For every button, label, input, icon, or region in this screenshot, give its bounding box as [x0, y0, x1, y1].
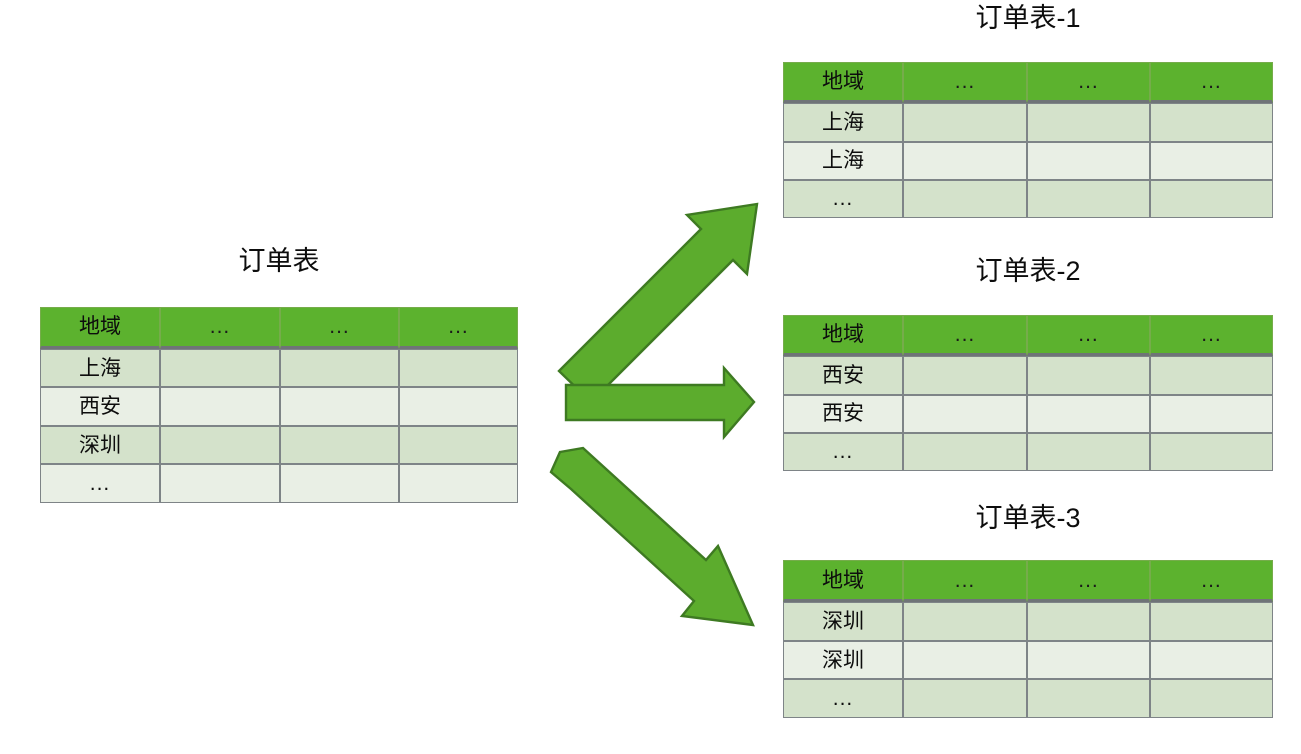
target-3-cell-r0-c1 [903, 602, 1027, 641]
target-1-cell-r1-c2 [1027, 141, 1150, 180]
source-table: 地域 ... ... ... 上海 西安 深圳 [40, 307, 518, 503]
target-1-cell-r2-c1 [903, 179, 1027, 218]
target-1-cell-r1-c0: 上海 [783, 141, 903, 180]
target-3-cell-r2-c2 [1027, 679, 1150, 718]
target-1-header-row: 地域 ... ... ... [783, 62, 1273, 104]
table-row: 上海 [783, 141, 1273, 180]
source-cell-r2-c0: 深圳 [40, 425, 160, 465]
target-3-cell-r2-c1 [903, 679, 1027, 718]
target-2-cell-r2-c2 [1027, 432, 1150, 471]
target-1-cell-r0-c0: 上海 [783, 103, 903, 142]
target-3-cell-r0-c2 [1027, 602, 1150, 641]
target-1-cell-r2-c2 [1027, 179, 1150, 218]
target-1-cell-r2-c0: ... [783, 179, 903, 218]
table-row: 西安 [40, 387, 518, 426]
target-2-cell-r0-c1 [903, 356, 1027, 395]
target-table-2-title: 订单表-2 [975, 256, 1081, 286]
table-row: 深圳 [783, 602, 1273, 641]
target-table-3-title: 订单表-3 [975, 503, 1081, 533]
target-3-header-cell-1: ... [903, 560, 1027, 603]
target-table-2: 地域 ... ... ... 西安 西安 ... [783, 315, 1273, 471]
arrow-to-table-2-icon [564, 365, 756, 440]
source-cell-r0-c1 [160, 348, 280, 388]
target-1-cell-r1-c1 [903, 141, 1027, 180]
table-row: 深圳 [783, 640, 1273, 680]
target-2-cell-r2-c0: ... [783, 432, 903, 471]
target-3-cell-r1-c0: 深圳 [783, 640, 903, 680]
table-row: 深圳 [40, 425, 518, 465]
table-row: 西安 [783, 394, 1273, 433]
table-row: ... [783, 432, 1273, 471]
source-cell-r1-c0: 西安 [40, 387, 160, 426]
target-1-header-cell-0: 地域 [783, 62, 903, 104]
target-2-header-cell-2: ... [1027, 315, 1150, 357]
target-2-cell-r0-c0: 西安 [783, 356, 903, 395]
target-1-cell-r1-c3 [1150, 141, 1273, 180]
target-2-cell-r0-c2 [1027, 356, 1150, 395]
target-2-header-cell-0: 地域 [783, 315, 903, 357]
target-1-cell-r0-c2 [1027, 103, 1150, 142]
source-cell-r3-c1 [160, 464, 280, 503]
target-1-header-cell-2: ... [1027, 62, 1150, 104]
source-cell-r0-c2 [280, 348, 399, 388]
target-2-header-cell-3: ... [1150, 315, 1273, 357]
table-row: 上海 [40, 348, 518, 388]
target-3-cell-r0-c3 [1150, 602, 1273, 641]
target-1-cell-r2-c3 [1150, 179, 1273, 218]
source-cell-r2-c3 [399, 425, 518, 465]
arrow-to-table-1-body [556, 203, 755, 402]
source-cell-r0-c0: 上海 [40, 348, 160, 388]
source-header-cell-0: 地域 [40, 307, 160, 349]
target-2-cell-r1-c2 [1027, 394, 1150, 433]
target-3-cell-r2-c0: ... [783, 679, 903, 718]
source-header-cell-3: ... [399, 307, 518, 349]
source-cell-r2-c2 [280, 425, 399, 465]
target-table-1: 地域 ... ... ... 上海 上海 ... [783, 62, 1273, 218]
target-3-cell-r0-c0: 深圳 [783, 602, 903, 641]
target-3-header-cell-2: ... [1027, 560, 1150, 603]
target-3-cell-r1-c2 [1027, 640, 1150, 680]
target-1-header-cell-1: ... [903, 62, 1027, 104]
source-cell-r1-c1 [160, 387, 280, 426]
table-row: 上海 [783, 103, 1273, 142]
source-header-cell-1: ... [160, 307, 280, 349]
target-2-cell-r1-c3 [1150, 394, 1273, 433]
table-row: ... [783, 179, 1273, 218]
target-3-header-cell-0: 地域 [783, 560, 903, 603]
target-3-cell-r1-c1 [903, 640, 1027, 680]
target-3-cell-r2-c3 [1150, 679, 1273, 718]
source-table-title: 订单表 [238, 246, 320, 276]
table-row: ... [783, 679, 1273, 718]
source-cell-r3-c3 [399, 464, 518, 503]
target-1-cell-r0-c3 [1150, 103, 1273, 142]
target-3-header-cell-3: ... [1150, 560, 1273, 603]
source-cell-r3-c2 [280, 464, 399, 503]
arrow-to-table-3-icon [550, 446, 754, 627]
source-cell-r1-c3 [399, 387, 518, 426]
source-cell-r2-c1 [160, 425, 280, 465]
target-1-cell-r0-c1 [903, 103, 1027, 142]
source-cell-r0-c3 [399, 348, 518, 388]
target-2-cell-r0-c3 [1150, 356, 1273, 395]
target-table-3: 地域 ... ... ... 深圳 深圳 ... [783, 560, 1273, 718]
target-2-header-cell-1: ... [903, 315, 1027, 357]
target-table-1-title: 订单表-1 [975, 3, 1081, 33]
target-1-header-cell-3: ... [1150, 62, 1273, 104]
target-3-header-row: 地域 ... ... ... [783, 560, 1273, 603]
table-row: 西安 [783, 356, 1273, 395]
source-header-cell-2: ... [280, 307, 399, 349]
target-2-cell-r1-c0: 西安 [783, 394, 903, 433]
source-table-header-row: 地域 ... ... ... [40, 307, 518, 349]
target-2-header-row: 地域 ... ... ... [783, 315, 1273, 357]
target-3-cell-r1-c3 [1150, 640, 1273, 680]
source-cell-r1-c2 [280, 387, 399, 426]
target-2-cell-r1-c1 [903, 394, 1027, 433]
target-2-cell-r2-c1 [903, 432, 1027, 471]
target-2-cell-r2-c3 [1150, 432, 1273, 471]
arrow-to-table-1-icon [555, 202, 726, 381]
table-row: ... [40, 464, 518, 503]
source-cell-r3-c0: ... [40, 464, 160, 503]
